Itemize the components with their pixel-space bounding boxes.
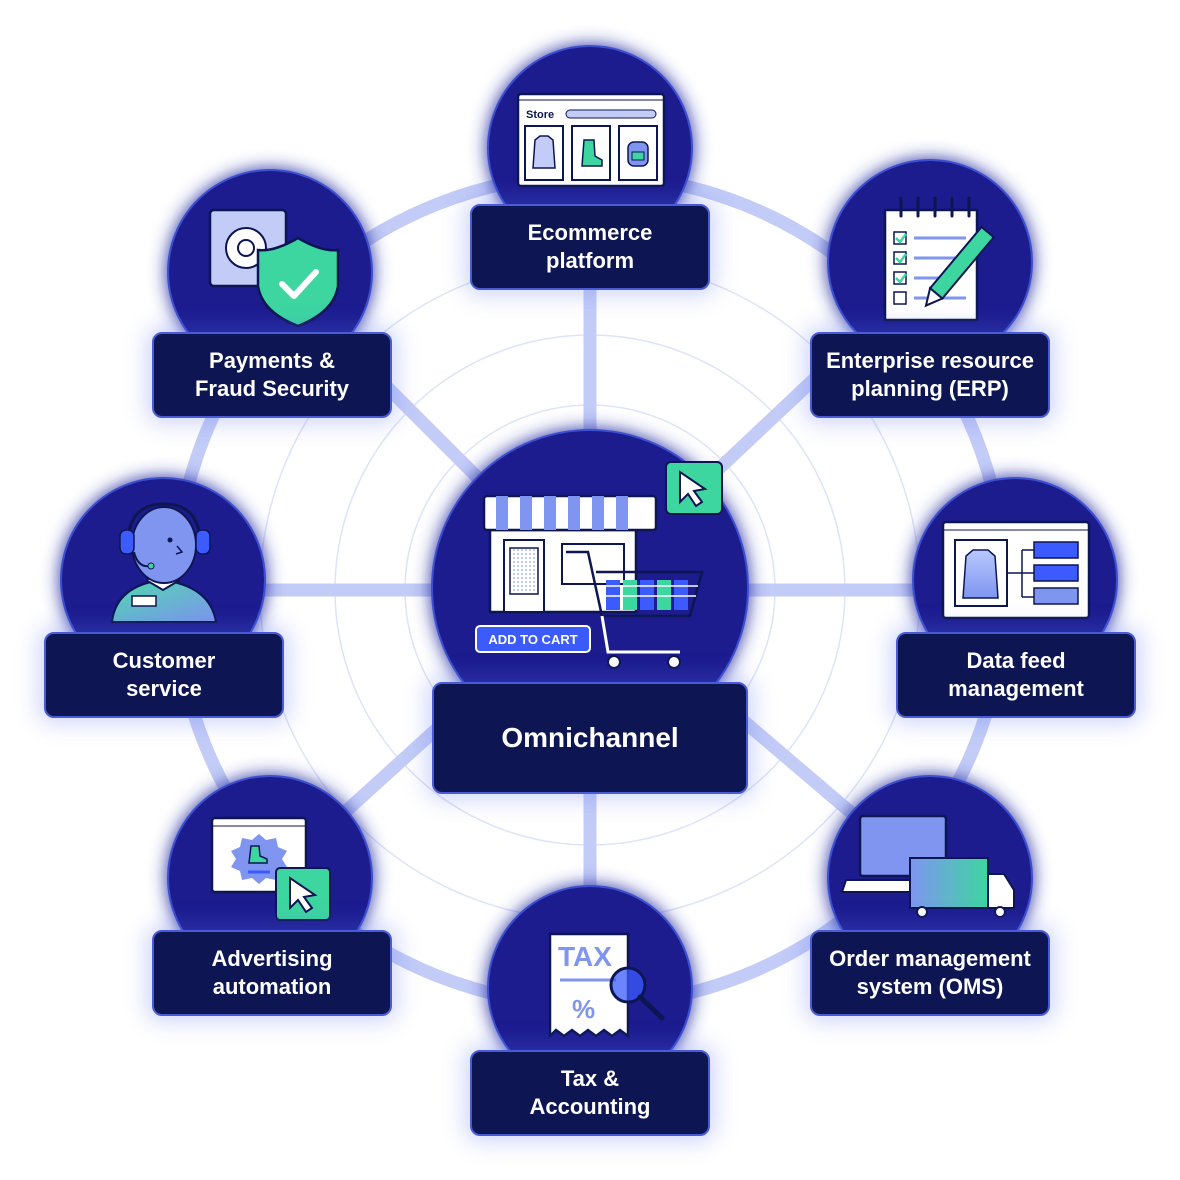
- node-label-line: Ecommerce: [527, 220, 653, 245]
- node-label-line: platform: [546, 248, 634, 273]
- tax-receipt-icon: TAX %: [548, 932, 665, 1040]
- node-label-line: Accounting: [529, 1094, 651, 1119]
- node-label-tax[interactable]: Tax & Accounting: [470, 1050, 710, 1136]
- cursor-badge-icon: [665, 461, 723, 515]
- node-label-advertising[interactable]: Advertising automation: [152, 930, 392, 1016]
- safe-shield-icon: [208, 208, 340, 328]
- node-label-line: Tax &: [560, 1066, 620, 1091]
- add-to-cart-button[interactable]: ADD TO CART: [475, 625, 591, 653]
- ad-window-cursor-icon: [210, 816, 331, 921]
- node-label-line: management: [948, 676, 1084, 701]
- add-to-cart-label: ADD TO CART: [488, 632, 577, 647]
- node-label-ecommerce[interactable]: Ecommerce platform: [470, 204, 710, 290]
- storefront-cart-icon: [482, 494, 704, 669]
- node-label-datafeed[interactable]: Data feed management: [896, 632, 1136, 718]
- node-label-line: Payments &: [209, 348, 335, 373]
- node-label-payments[interactable]: Payments & Fraud Security: [152, 332, 392, 418]
- checklist-pencil-icon: [883, 196, 996, 322]
- node-label-line: Enterprise resource: [826, 348, 1034, 373]
- node-label-line: Data feed: [966, 648, 1066, 673]
- node-label-line: service: [126, 676, 202, 701]
- laptop-truck-icon: [840, 814, 1015, 918]
- node-label-line: Advertising: [211, 946, 333, 971]
- support-agent-icon: [110, 502, 218, 623]
- node-label-line: planning (ERP): [851, 376, 1009, 401]
- node-label-erp[interactable]: Enterprise resource planning (ERP): [810, 332, 1050, 418]
- node-label-line: automation: [212, 974, 332, 999]
- data-feed-window-icon: [941, 520, 1091, 620]
- node-label-line: Customer: [112, 648, 216, 673]
- node-label-oms[interactable]: Order management system (OMS): [810, 930, 1050, 1016]
- node-label-line: Order management: [829, 946, 1031, 971]
- node-label-line: Fraud Security: [194, 376, 350, 401]
- tax-label: TAX: [558, 941, 612, 972]
- node-label-line: system (OMS): [856, 974, 1004, 999]
- storefront-window-icon: Store: [516, 92, 666, 188]
- center-label[interactable]: Omnichannel: [432, 682, 748, 794]
- percent-label: %: [572, 994, 595, 1024]
- node-label-customer[interactable]: Customer service: [44, 632, 284, 718]
- center-title: Omnichannel: [501, 722, 679, 753]
- store-label: Store: [526, 109, 554, 121]
